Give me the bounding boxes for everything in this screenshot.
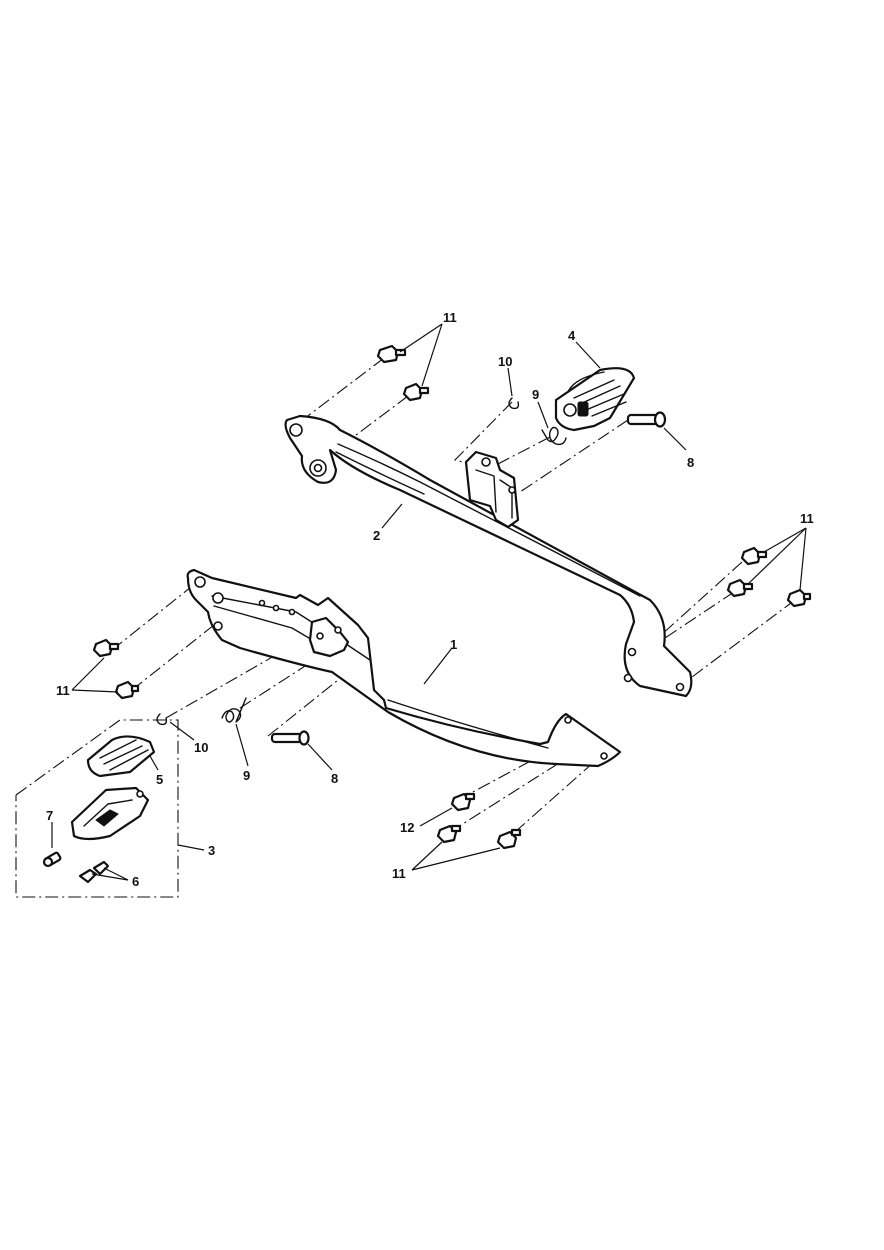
leader-lines [51, 323, 807, 881]
callout-labels: 11 10 9 4 8 2 11 1 11 10 9 8 5 7 3 6 12 … [46, 310, 814, 889]
clip-upper [508, 397, 520, 410]
clip-lower [156, 713, 168, 726]
pivot-pin-upper [626, 411, 667, 428]
plunger-part [42, 851, 62, 868]
bolt-top-1 [376, 344, 407, 364]
callout-10-lower: 10 [194, 740, 208, 755]
bolt-bottom-2 [496, 828, 522, 850]
pivot-pin-lower [270, 730, 310, 746]
spring-upper [541, 426, 567, 446]
callout-3: 3 [208, 843, 215, 858]
callout-11-left: 11 [56, 683, 70, 698]
callout-12: 12 [400, 820, 414, 835]
bolt-right-1 [740, 546, 768, 566]
callout-11-right: 11 [800, 511, 814, 526]
bolt-top-2 [402, 382, 430, 402]
bolt-left-2 [114, 680, 140, 700]
lower-hanger-bar [186, 568, 622, 768]
lower-footrest-body [70, 786, 150, 841]
small-screws [78, 860, 110, 884]
callout-1: 1 [450, 637, 457, 652]
bolt-bottom-1 [436, 824, 462, 844]
bolts [92, 344, 812, 850]
upper-footrest-rubber [554, 367, 636, 432]
callout-2: 2 [373, 528, 380, 543]
upper-hanger-bar [284, 414, 693, 698]
callout-4: 4 [568, 328, 576, 343]
bolt-right-3 [786, 588, 812, 608]
bolt-right-2 [726, 578, 754, 598]
callout-6: 6 [132, 874, 139, 889]
callout-9-upper: 9 [532, 387, 539, 402]
callout-5: 5 [156, 772, 163, 787]
callout-8-upper: 8 [687, 455, 694, 470]
callout-8-lower: 8 [331, 771, 338, 786]
bolt-12 [450, 792, 476, 812]
callout-11-top: 11 [443, 310, 457, 325]
callout-9-lower: 9 [243, 768, 250, 783]
callout-10-upper: 10 [498, 354, 512, 369]
callout-11-bottom: 11 [392, 866, 406, 881]
bolt-left-1 [92, 638, 120, 658]
callout-7: 7 [46, 808, 53, 823]
lower-footrest-rubber [86, 735, 156, 778]
spring-lower [221, 697, 247, 723]
